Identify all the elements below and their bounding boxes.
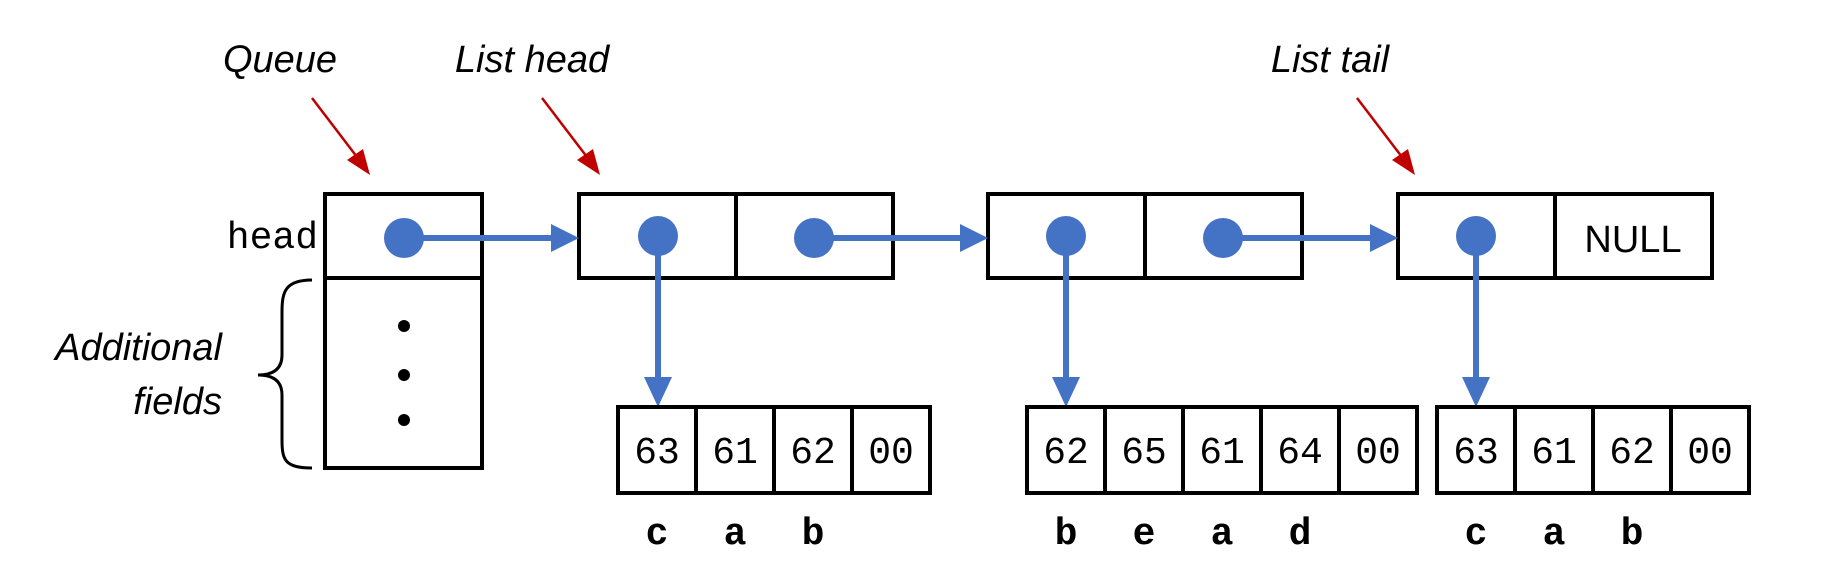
string-3-bytes: 63 61 62 00 <box>1435 405 1751 495</box>
list-tail-annotation-arrow <box>1356 97 1415 175</box>
char-label: d <box>1289 513 1312 556</box>
next-pointer-2 <box>1203 218 1398 258</box>
queue-label: Queue <box>223 39 337 81</box>
string-3-chars: c a b <box>1465 513 1644 556</box>
string-1-chars: c a b <box>646 513 825 556</box>
list-head-label: List head <box>455 39 611 81</box>
char-label: e <box>1133 513 1156 556</box>
byte-value: 63 <box>634 432 680 475</box>
curly-brace <box>257 278 313 470</box>
value-pointer-2 <box>1046 216 1086 407</box>
byte-cell <box>694 405 776 495</box>
byte-value: 00 <box>1687 432 1733 475</box>
list-head-annotation-arrow <box>541 97 600 175</box>
list-element-3-next-cell <box>1553 192 1714 280</box>
char-label: b <box>802 513 825 556</box>
byte-value: 62 <box>1043 432 1089 475</box>
queue-annotation-arrow <box>311 97 370 175</box>
byte-value: 00 <box>868 432 914 475</box>
null-pointer-label: NULL <box>1584 219 1681 261</box>
char-label: c <box>646 513 669 556</box>
ellipsis-dot <box>398 320 410 332</box>
byte-value: 00 <box>1355 432 1401 475</box>
byte-cell <box>772 405 854 495</box>
head-pointer <box>384 218 579 258</box>
next-pointer-1 <box>794 218 988 258</box>
byte-cell <box>616 405 698 495</box>
byte-value: 62 <box>1609 432 1655 475</box>
byte-value: 65 <box>1121 432 1167 475</box>
ellipsis-dot <box>398 369 410 381</box>
string-2-chars: b e a d <box>1055 513 1312 556</box>
byte-cell <box>1103 405 1185 495</box>
byte-cell <box>1591 405 1673 495</box>
byte-value: 62 <box>790 432 836 475</box>
byte-value: 63 <box>1453 432 1499 475</box>
char-label: a <box>724 513 747 556</box>
value-pointer-1 <box>638 216 678 407</box>
char-label: b <box>1621 513 1644 556</box>
byte-cell <box>1181 405 1263 495</box>
char-label: c <box>1465 513 1488 556</box>
string-1-bytes: 63 61 62 00 <box>616 405 932 495</box>
byte-cell <box>850 405 932 495</box>
byte-cell <box>1337 405 1419 495</box>
byte-cell <box>1669 405 1751 495</box>
char-label: b <box>1055 513 1078 556</box>
list-tail-label: List tail <box>1271 39 1391 81</box>
value-pointer-3 <box>1456 216 1496 407</box>
byte-value: 61 <box>1531 432 1577 475</box>
head-field-label: head <box>227 217 318 260</box>
char-label: a <box>1211 513 1234 556</box>
char-label: a <box>1543 513 1566 556</box>
byte-value: 61 <box>1199 432 1245 475</box>
additional-fields-label-line1: Additional <box>53 327 223 369</box>
additional-fields-label-line2: fields <box>133 381 222 423</box>
string-2-bytes: 62 65 61 64 00 <box>1025 405 1419 495</box>
ellipsis-dot <box>398 414 410 426</box>
byte-value: 64 <box>1277 432 1323 475</box>
byte-value: 61 <box>712 432 758 475</box>
